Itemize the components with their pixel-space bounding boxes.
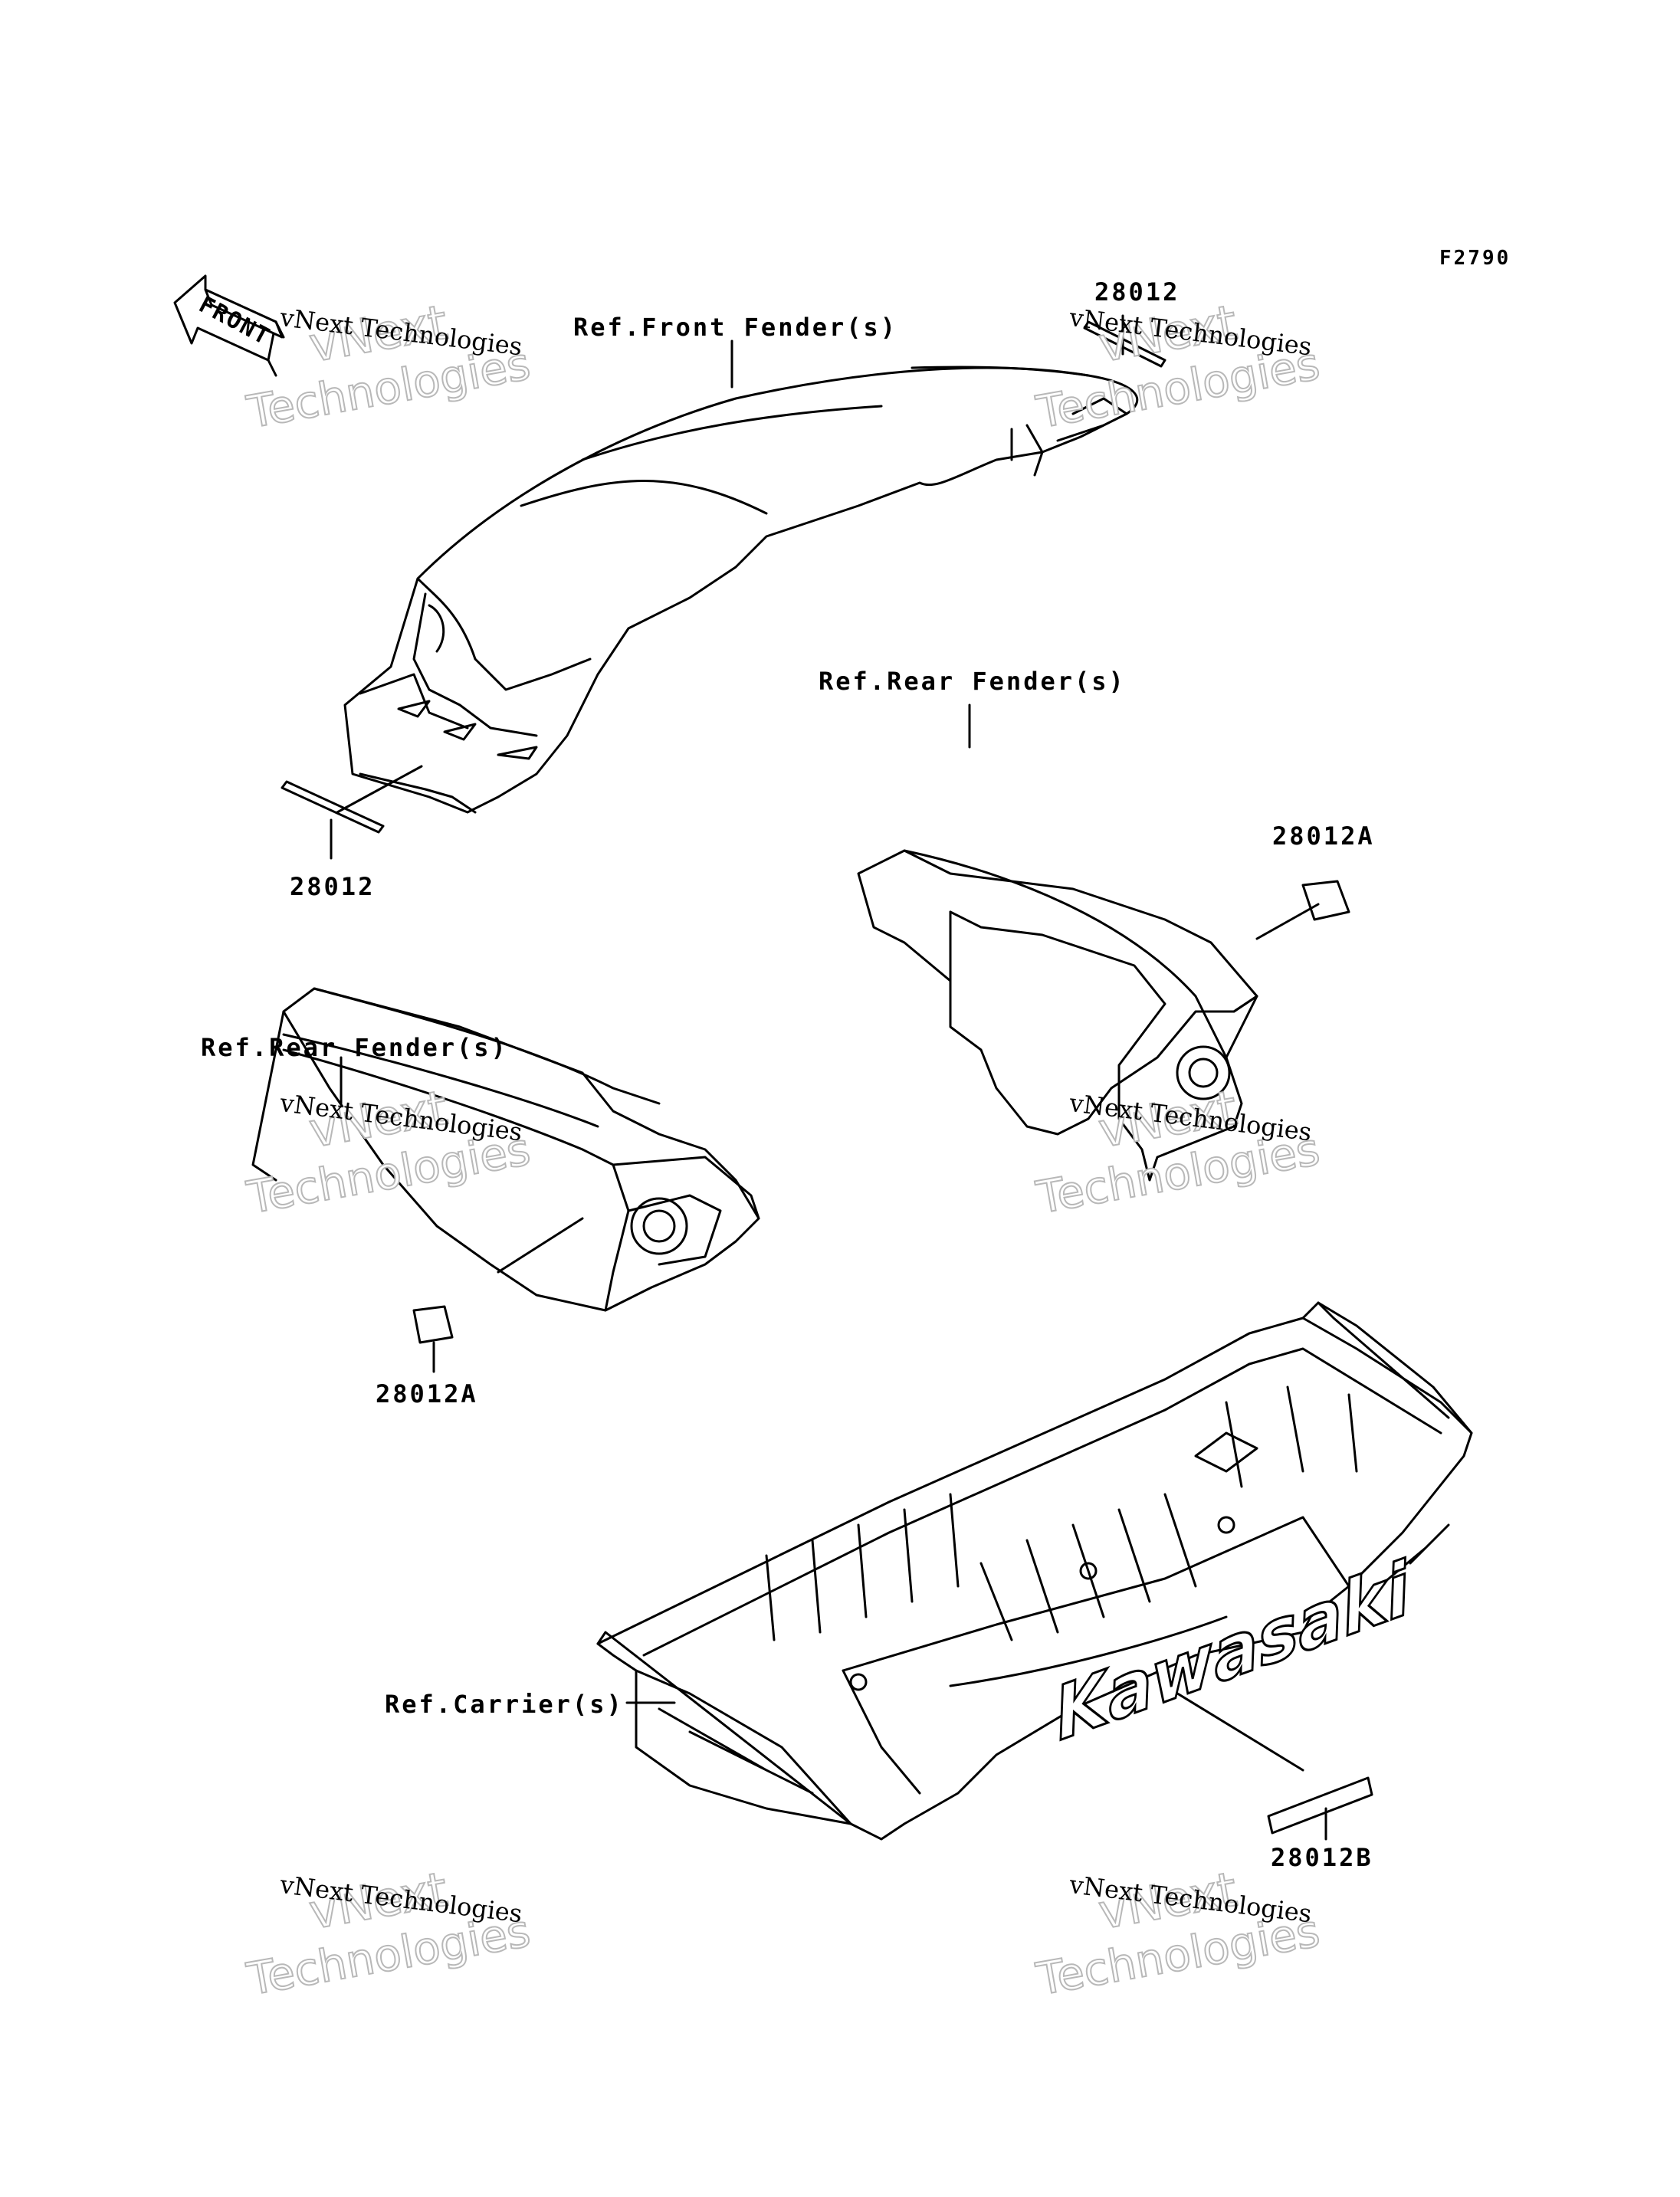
label-ref-carrier: Ref.Carrier(s) [385,1690,624,1719]
watermark-top-right: vNext vNext Technologies Technologies [1032,293,1340,456]
label-28012B: 28012B [1271,1843,1373,1872]
label-28012-bottom: 28012 [290,872,376,901]
rear-fender-left-drawing [251,987,760,1312]
rear-fender-right-drawing [857,849,1258,1182]
figure-code: F2790 [1439,247,1511,270]
watermark-top-left: vNext vNext Technologies Technologies [243,293,550,456]
watermark-mid-left: vNext vNext Technologies Technologies [243,1079,550,1241]
decal-28012-bottom-drawing [281,765,423,860]
decal-28012A-left-drawing [412,1217,584,1373]
label-28012A-left: 28012A [376,1379,478,1408]
carrier-drawing [596,1301,1473,1841]
label-28012A-right: 28012A [1272,821,1375,851]
label-ref-rear-fender-right: Ref.Rear Fender(s) [819,667,1126,696]
label-ref-rear-fender-left: Ref.Rear Fender(s) [201,1033,508,1062]
label-ref-front-fender: Ref.Front Fender(s) [573,313,898,342]
watermark-bottom-right: vNext vNext Technologies Technologies [1032,1861,1340,2023]
watermark-mid-right: vNext vNext Technologies Technologies [1032,1079,1340,1241]
front-fender-drawing [343,366,1139,814]
label-28012-top: 28012 [1094,277,1180,307]
decal-28012B-drawing [1267,1776,1373,1841]
front-arrow-icon [173,274,285,377]
watermark-bottom-left: vNext vNext Technologies Technologies [243,1861,550,2023]
decal-28012A-right-drawing [1255,880,1350,940]
decal-leader-28012B [1163,1684,1304,1772]
decal-28012-top-drawing [1083,314,1166,368]
